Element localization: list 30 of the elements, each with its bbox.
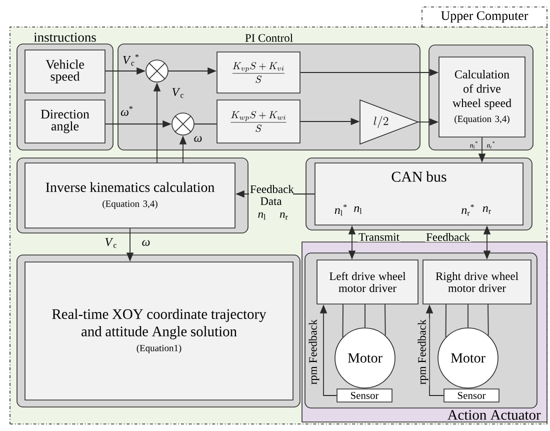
group-heading: PI Control: [245, 34, 293, 42]
variable-label: n$_{r}$: [482, 206, 491, 214]
edge-label: ω$^{*}$: [120, 105, 134, 117]
process-box: Inverse kinematics calculation (Equation 3,4): [24, 162, 236, 228]
transfer-function-box: $\frac{K_{vp}S+K_{vi}}{S}$: [216, 52, 300, 94]
process-box: Direction angle: [24, 100, 106, 144]
edge-label: Transmit: [358, 232, 400, 242]
variable-label: ω: [142, 240, 150, 246]
group-heading: instructions: [34, 32, 96, 42]
edge-label: V$_{c}$: [170, 87, 186, 99]
edge-label: rpm Feedback: [416, 318, 430, 386]
summing-junction: [146, 60, 168, 82]
sensor-box: Sensor: [444, 388, 500, 402]
summing-junction: [172, 112, 194, 136]
edge-label: rpm Feedback: [308, 318, 320, 386]
process-box: Real-time XOY coordinate trajectory and attitude Angle solution (Equation1): [24, 262, 294, 400]
edge-label: ω: [192, 135, 204, 143]
region-label: Action Actuator: [447, 410, 541, 420]
sensor-box: Sensor: [336, 388, 392, 402]
variable-label: n$_{l}$: [258, 212, 266, 220]
variable-label: n$_{l}$: [354, 206, 362, 214]
process-box: Right drive wheel motor driver: [422, 260, 532, 304]
process-box: Calculation of drive wheel speed (Equation 3,4): [438, 56, 526, 138]
process-box: Vehicle speed: [24, 50, 106, 94]
process-box: Left drive wheel motor driver: [316, 260, 418, 304]
transfer-function-box: $\frac{K_{wp}S+K_{wi}}{S}$: [216, 100, 300, 144]
variable-label: n$_{r}$: [280, 212, 288, 220]
edge-label: Feedback: [425, 232, 471, 242]
variable-label: V$_{c}$: [105, 238, 116, 248]
region-label: Upper Computer: [422, 6, 548, 28]
